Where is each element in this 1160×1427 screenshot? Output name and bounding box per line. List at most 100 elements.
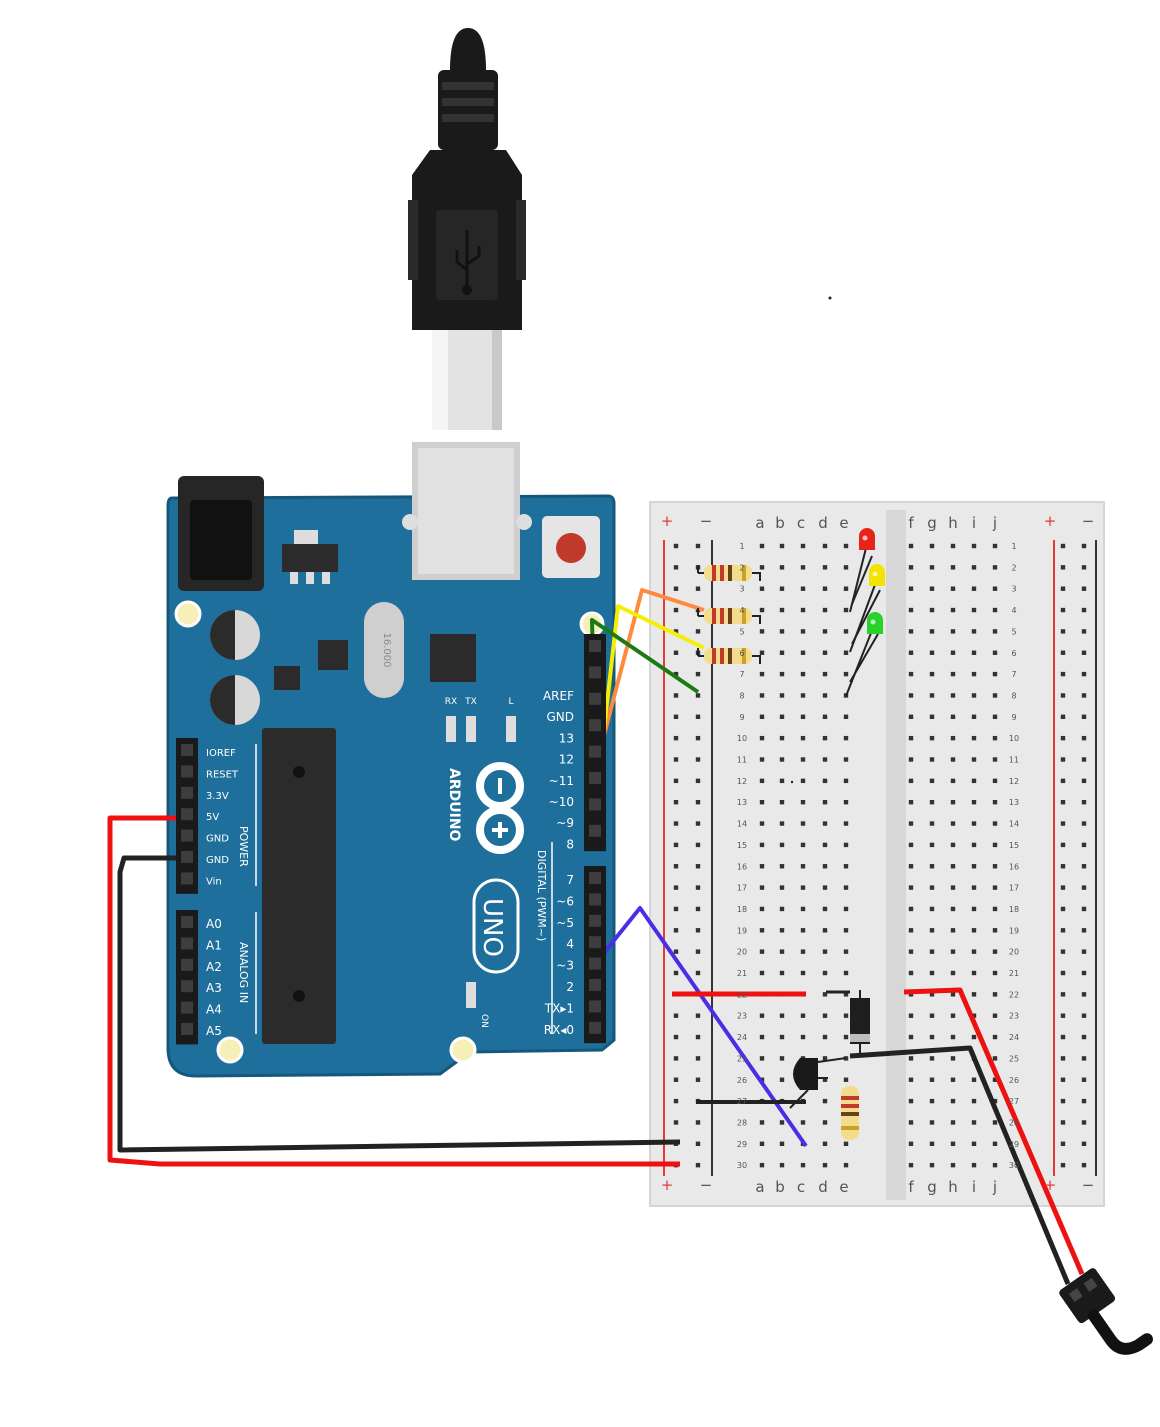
breadboard-hole[interactable] — [822, 757, 828, 762]
rail-hole[interactable] — [695, 1034, 701, 1040]
rail-hole[interactable] — [673, 607, 679, 613]
breadboard-hole[interactable] — [779, 1056, 785, 1061]
breadboard-hole[interactable] — [843, 543, 849, 549]
breadboard-hole[interactable] — [759, 928, 765, 933]
breadboard-hole[interactable] — [929, 778, 935, 784]
breadboard-hole[interactable] — [822, 1013, 828, 1018]
rail-hole[interactable] — [1060, 1056, 1066, 1061]
rail-hole[interactable] — [673, 842, 679, 848]
breadboard-hole[interactable] — [992, 1034, 998, 1040]
breadboard-hole[interactable] — [843, 970, 849, 976]
breadboard-hole[interactable] — [950, 864, 956, 869]
rail-hole[interactable] — [1060, 842, 1066, 848]
breadboard-hole[interactable] — [929, 1141, 935, 1146]
breadboard-hole[interactable] — [822, 586, 828, 591]
rail-hole[interactable] — [1081, 778, 1087, 784]
breadboard-hole[interactable] — [759, 1034, 765, 1040]
rail-hole[interactable] — [1060, 543, 1066, 549]
breadboard-hole[interactable] — [908, 992, 914, 997]
breadboard-hole[interactable] — [759, 842, 765, 848]
rail-hole[interactable] — [1081, 821, 1087, 826]
header-pin[interactable] — [181, 958, 193, 971]
breadboard-hole[interactable] — [843, 1013, 849, 1018]
breadboard-hole[interactable] — [800, 1162, 806, 1168]
breadboard-hole[interactable] — [908, 949, 914, 954]
breadboard-hole[interactable] — [992, 565, 998, 570]
breadboard-hole[interactable] — [908, 1034, 914, 1040]
rail-hole[interactable] — [673, 565, 679, 570]
rail-hole[interactable] — [695, 949, 701, 954]
rail-hole[interactable] — [695, 885, 701, 890]
breadboard-hole[interactable] — [971, 928, 977, 933]
breadboard-hole[interactable] — [759, 629, 765, 634]
breadboard-hole[interactable] — [908, 885, 914, 890]
rail-hole[interactable] — [673, 800, 679, 805]
breadboard-hole[interactable] — [779, 1034, 785, 1040]
breadboard-hole[interactable] — [822, 928, 828, 933]
breadboard-hole[interactable] — [992, 778, 998, 784]
breadboard-hole[interactable] — [950, 714, 956, 719]
rail-hole[interactable] — [1081, 714, 1087, 719]
header-pin[interactable] — [589, 979, 601, 991]
breadboard-hole[interactable] — [822, 1120, 828, 1125]
breadboard-hole[interactable] — [779, 671, 785, 677]
rail-hole[interactable] — [1081, 650, 1087, 655]
rail-hole[interactable] — [1060, 714, 1066, 719]
breadboard-hole[interactable] — [992, 757, 998, 762]
breadboard-hole[interactable] — [908, 671, 914, 677]
breadboard-hole[interactable] — [908, 906, 914, 912]
breadboard-hole[interactable] — [992, 714, 998, 719]
rail-hole[interactable] — [1081, 565, 1087, 570]
breadboard-hole[interactable] — [908, 1077, 914, 1082]
header-pin[interactable] — [589, 640, 601, 652]
rail-hole[interactable] — [673, 949, 679, 954]
breadboard-hole[interactable] — [971, 1162, 977, 1168]
breadboard-hole[interactable] — [929, 970, 935, 976]
rail-hole[interactable] — [673, 1077, 679, 1082]
header-pin[interactable] — [589, 936, 601, 949]
rail-hole[interactable] — [1081, 757, 1087, 762]
rail-hole[interactable] — [1060, 693, 1066, 698]
rail-hole[interactable] — [695, 842, 701, 848]
rail-hole[interactable] — [1081, 949, 1087, 954]
rail-hole[interactable] — [1060, 821, 1066, 826]
rail-hole[interactable] — [1060, 1034, 1066, 1040]
rail-hole[interactable] — [1060, 992, 1066, 997]
rail-hole[interactable] — [1081, 800, 1087, 805]
rail-hole[interactable] — [1081, 885, 1087, 890]
breadboard-hole[interactable] — [971, 586, 977, 591]
header-pin[interactable] — [589, 798, 601, 811]
breadboard-hole[interactable] — [950, 629, 956, 634]
breadboard-hole[interactable] — [908, 800, 914, 805]
rail-hole[interactable] — [695, 714, 701, 719]
breadboard-hole[interactable] — [759, 864, 765, 869]
breadboard-hole[interactable] — [843, 906, 849, 912]
breadboard-hole[interactable] — [929, 543, 935, 549]
breadboard-hole[interactable] — [822, 1141, 828, 1146]
breadboard-hole[interactable] — [992, 885, 998, 890]
breadboard-hole[interactable] — [971, 1098, 977, 1104]
breadboard-hole[interactable] — [929, 928, 935, 933]
rail-hole[interactable] — [1081, 928, 1087, 933]
breadboard-hole[interactable] — [759, 821, 765, 826]
breadboard-hole[interactable] — [779, 1120, 785, 1125]
breadboard-hole[interactable] — [800, 778, 806, 784]
breadboard-hole[interactable] — [929, 1098, 935, 1104]
breadboard-hole[interactable] — [822, 800, 828, 805]
breadboard-hole[interactable] — [843, 1034, 849, 1040]
breadboard-hole[interactable] — [843, 671, 849, 677]
header-pin[interactable] — [589, 1021, 601, 1034]
breadboard-hole[interactable] — [800, 1013, 806, 1018]
header-pin[interactable] — [589, 692, 601, 705]
breadboard-hole[interactable] — [929, 1034, 935, 1040]
breadboard-hole[interactable] — [992, 1013, 998, 1018]
breadboard-hole[interactable] — [759, 607, 765, 613]
breadboard-hole[interactable] — [843, 735, 849, 741]
rail-hole[interactable] — [1081, 543, 1087, 549]
breadboard-hole[interactable] — [779, 1077, 785, 1082]
header-pin[interactable] — [589, 719, 601, 732]
breadboard-hole[interactable] — [759, 586, 765, 591]
breadboard-hole[interactable] — [992, 1077, 998, 1082]
breadboard-hole[interactable] — [800, 565, 806, 570]
rail-hole[interactable] — [673, 778, 679, 784]
